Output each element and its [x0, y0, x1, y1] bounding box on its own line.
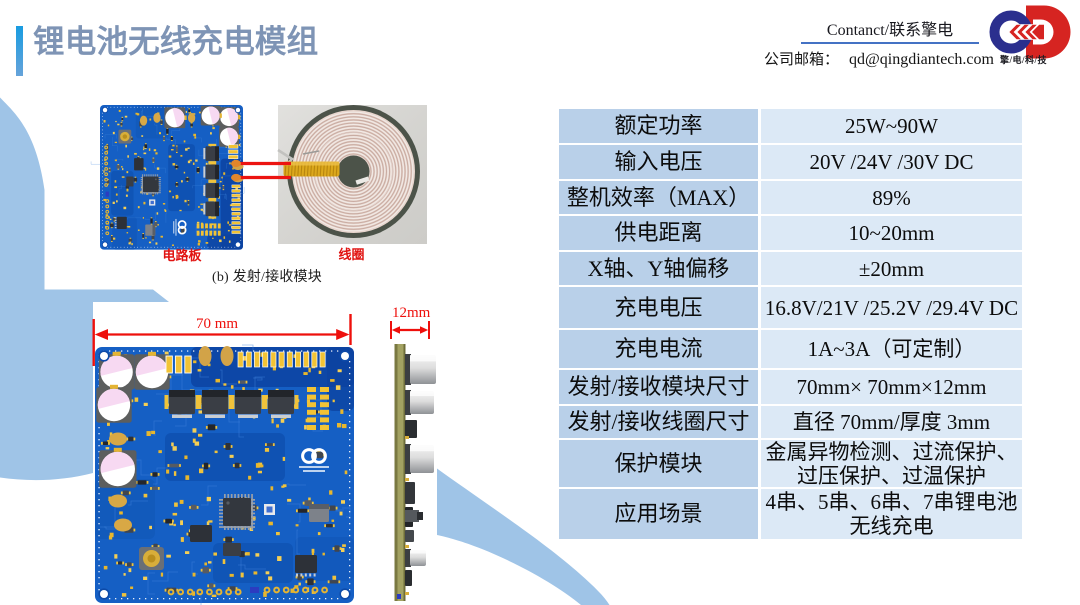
spec-value-cell: 20V /24V /30V DC	[761, 145, 1022, 179]
contact-heading: Contanct/联系擎电	[826, 22, 954, 39]
email-label: 公司邮箱：	[764, 52, 840, 68]
bottom-swoosh	[437, 468, 610, 605]
spec-param-cell: 整机效率（MAX）	[559, 181, 758, 214]
pcb-photo-small	[90, 103, 245, 251]
pcb-photo-large	[92, 343, 356, 605]
board-thickness-dimension: 12mm	[392, 305, 431, 321]
background-decoration	[0, 97, 610, 605]
module-figure-caption: (b) 发射/接收模块	[212, 270, 322, 285]
spec-value-cell: 4串、5串、6串、7串锂电池无线充电	[761, 489, 1022, 539]
spec-param-cell: X轴、Y轴偏移	[559, 252, 758, 285]
board-width-dimension: 70 mm	[196, 316, 239, 332]
spec-value-cell: 金属异物检测、过流保护、过压保护、过温保护	[761, 440, 1022, 488]
logo-chevrons	[1009, 24, 1044, 40]
coil-photo-label: 线圈	[338, 246, 365, 262]
spec-value-cell: 89%	[761, 181, 1022, 214]
spec-param-cell: 保护模块	[559, 440, 758, 487]
spec-value-cell: 16.8V/21V /25.2V /29.4V DC	[761, 287, 1022, 328]
spec-value-cell: 25W~90W	[761, 109, 1022, 143]
spec-value-cell: ±20mm	[761, 252, 1022, 285]
spec-table-row: X轴、Y轴偏移±20mm	[559, 252, 1022, 285]
spec-value-cell: 直径 70mm/厚度 3mm	[761, 406, 1022, 438]
spec-param-cell: 额定功率	[559, 109, 758, 143]
dimension-arrows	[92, 314, 430, 366]
email-address[interactable]: qd@qingdiantech.com	[849, 51, 994, 68]
spec-param-cell: 充电电压	[559, 287, 758, 328]
coil-photo	[277, 105, 427, 244]
spec-table-row: 保护模块金属异物检测、过流保护、过压保护、过温保护	[559, 440, 1022, 488]
spec-value-cell: 1A~3A（可定制）	[761, 330, 1022, 368]
spec-value-cell: 10~20mm	[761, 216, 1022, 250]
slide-title: 锂电池无线充电模组	[33, 23, 319, 59]
spec-param-cell: 应用场景	[559, 489, 758, 539]
logo-tagline: 擎/电/科/技	[1000, 55, 1048, 65]
pcb-side-view	[394, 344, 436, 601]
spec-param-cell: 发射/接收模块尺寸	[559, 370, 758, 404]
title-accent-bar	[16, 26, 23, 76]
company-logo-mark	[989, 5, 1071, 59]
spec-table-row: 发射/接收线圈尺寸直径 70mm/厚度 3mm	[559, 406, 1022, 438]
contact-underline	[801, 41, 979, 45]
spec-table-row: 整机效率（MAX）89%	[559, 181, 1022, 214]
spec-param-cell: 输入电压	[559, 145, 758, 179]
email-row: 公司邮箱： qd@qingdiantech.com	[764, 51, 994, 69]
pcb-coil-wires	[231, 159, 291, 182]
spec-value-cell: 70mm× 70mm×12mm	[761, 370, 1022, 404]
left-swoosh	[0, 97, 169, 481]
spec-param-cell: 发射/接收线圈尺寸	[559, 406, 758, 438]
pcb-photo-label: 电路板	[162, 248, 202, 263]
spec-param-cell: 供电距离	[559, 216, 758, 250]
spec-param-cell: 充电电流	[559, 330, 758, 368]
